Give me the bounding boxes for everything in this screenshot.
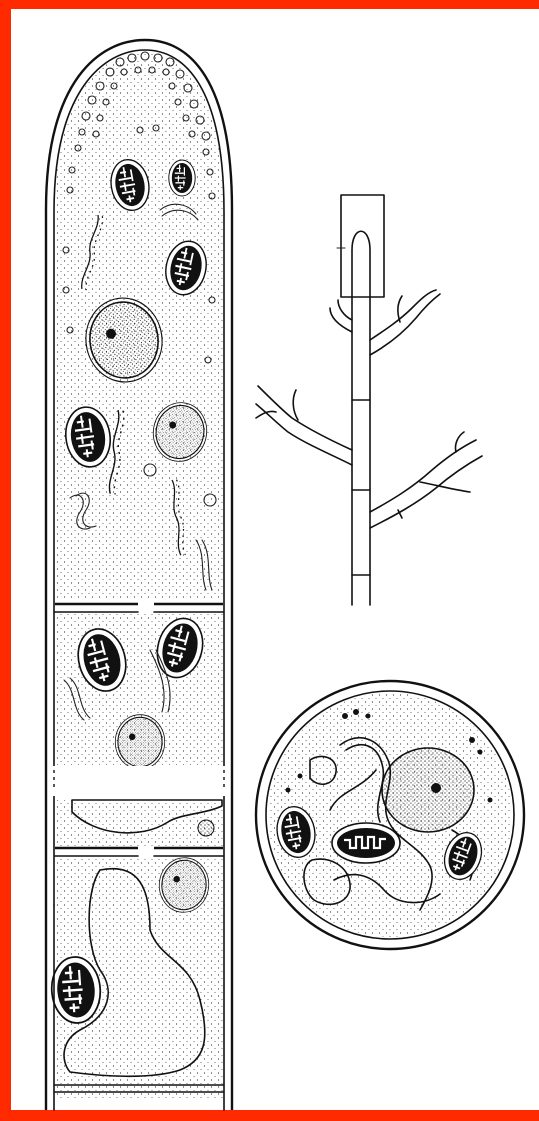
hypha-septa (352, 400, 370, 575)
hyphal-tip-panel (46, 40, 232, 1110)
tip-inset-box (341, 195, 384, 297)
vacuolate-cell-upper (55, 800, 223, 856)
septum (55, 604, 223, 612)
branched-mycelium-panel (256, 195, 482, 605)
vacuolate-cell-lower (46, 856, 232, 1110)
nucleus (382, 748, 474, 832)
mitochondrion (169, 160, 195, 196)
section-gap (50, 766, 230, 796)
hypha-cross-section-panel (256, 681, 524, 949)
main-hypha (352, 231, 370, 605)
mitochondrion (332, 823, 400, 863)
nucleus (115, 715, 164, 770)
